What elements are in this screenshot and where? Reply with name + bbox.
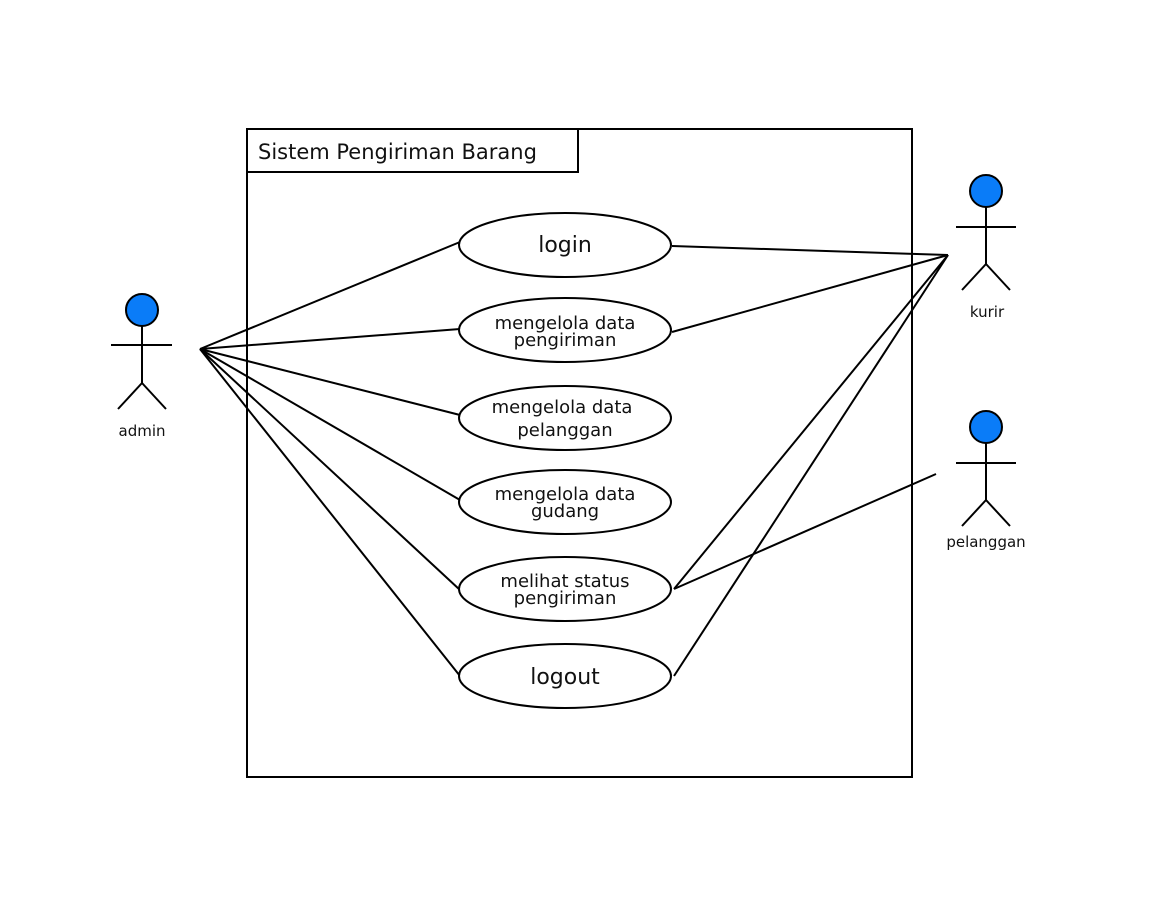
use-case-kelola-pelanggan-line2: pelanggan bbox=[517, 420, 612, 441]
assoc-admin-status bbox=[199, 348, 461, 591]
actor-pelanggan: pelanggan bbox=[946, 410, 1026, 551]
use-case-kelola-pengiriman-line2: pengiriman bbox=[514, 330, 617, 351]
kurir-associations bbox=[671, 245, 949, 677]
use-case-kelola-gudang-line1: mengelola data bbox=[495, 484, 636, 505]
use-case-kelola-pengiriman: mengelola data pengiriman bbox=[458, 297, 672, 363]
actor-kurir: kurir bbox=[956, 174, 1016, 321]
actor-pelanggan-label: pelanggan bbox=[946, 533, 1025, 551]
system-title-box bbox=[246, 128, 579, 173]
actor-admin-label: admin bbox=[119, 422, 166, 440]
assoc-admin-kelola-pelanggan bbox=[199, 348, 461, 416]
use-case-kelola-gudang-line2: gudang bbox=[531, 501, 599, 522]
assoc-kurir-logout bbox=[673, 254, 949, 677]
use-case-kelola-pelanggan: mengelola data pelanggan bbox=[458, 385, 672, 451]
use-case-logout-label: logout bbox=[530, 665, 600, 690]
actor-kurir-label: kurir bbox=[970, 303, 1005, 321]
assoc-kurir-status bbox=[673, 254, 949, 590]
system-title: Sistem Pengiriman Barang bbox=[258, 140, 537, 164]
use-case-kelola-gudang: mengelola data gudang bbox=[458, 469, 672, 535]
assoc-pelanggan-status bbox=[673, 473, 937, 590]
use-case-kelola-pelanggan-line1: mengelola data bbox=[492, 397, 633, 418]
actor-admin: admin bbox=[111, 293, 172, 440]
assoc-admin-login bbox=[199, 241, 461, 350]
assoc-admin-kelola-pengiriman bbox=[199, 328, 461, 350]
assoc-admin-logout bbox=[199, 348, 461, 677]
actor-kurir-head-icon bbox=[969, 174, 1003, 208]
use-case-kelola-pengiriman-line1: mengelola data bbox=[495, 313, 636, 334]
actor-admin-head-icon bbox=[125, 293, 159, 327]
use-case-login-label: login bbox=[538, 233, 592, 258]
use-case-status-line1: melihat status bbox=[500, 571, 629, 592]
assoc-kurir-kelola-pengiriman bbox=[671, 254, 949, 333]
use-case-status: melihat status pengiriman bbox=[458, 556, 672, 622]
assoc-admin-kelola-gudang bbox=[199, 348, 461, 501]
actor-pelanggan-head-icon bbox=[969, 410, 1003, 444]
assoc-kurir-login bbox=[671, 245, 949, 256]
use-case-status-line2: pengiriman bbox=[514, 588, 617, 609]
use-case-login: login bbox=[458, 212, 672, 278]
use-case-logout: logout bbox=[458, 643, 672, 709]
admin-associations bbox=[199, 241, 461, 677]
